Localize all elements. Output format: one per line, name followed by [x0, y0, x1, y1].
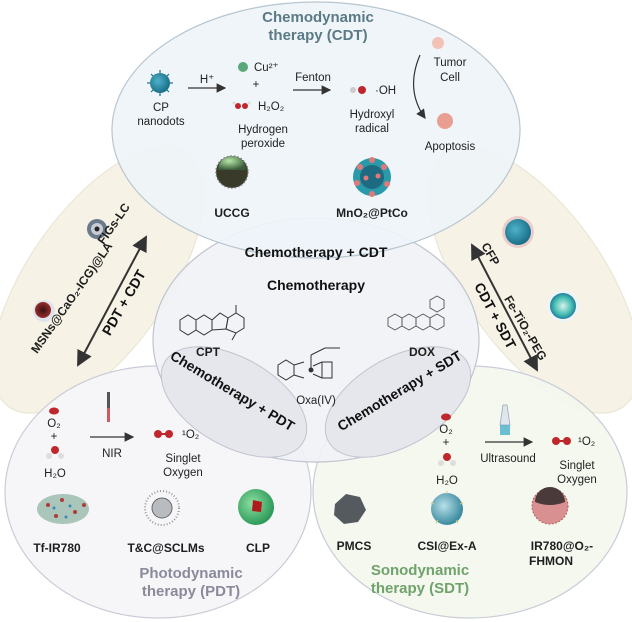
pdt-title-line1: Photodynamic: [139, 565, 242, 582]
sdt-plus: +: [443, 437, 450, 449]
h-plus-label: H⁺: [200, 74, 214, 86]
pdt-singlet-line1: Singlet: [165, 453, 201, 465]
pdt-h2o-label: H₂O: [44, 468, 66, 480]
pdt-singlet-o2-label: ¹O₂: [182, 429, 199, 441]
tc-sclms-micelle-icon: [144, 490, 180, 526]
sdt-singlet-line2: Oxygen: [557, 474, 597, 486]
tumor-cell-line2: Cell: [440, 72, 460, 84]
dox-label: DOX: [409, 345, 435, 359]
tf-ir780-label: Tf-IR780: [33, 541, 81, 555]
fe-tio2-peg-nanoparticle-icon: [547, 290, 579, 322]
chemotherapy-title: Chemotherapy: [267, 277, 365, 293]
nir-label: NIR: [102, 448, 122, 460]
cdt-region: [111, 1, 521, 259]
chemo-sdt-overlap: [324, 346, 472, 458]
clp-label: CLP: [246, 541, 270, 555]
nir-laser-icon: [107, 392, 110, 422]
h2o2-molecule-icon: [232, 101, 251, 109]
sdt-singlet-o2-label: ¹O₂: [578, 436, 595, 448]
sdt-singlet-oxygen-icon: [552, 437, 571, 445]
pmcs-label: PMCS: [337, 539, 372, 553]
sdt-title-line2: therapy (SDT): [371, 580, 469, 597]
figs-lc-nanoparticle-icon: [87, 219, 107, 239]
uccg-label: UCCG: [214, 206, 249, 220]
hydroxyl-radical-line1: Hydroxyl: [350, 109, 395, 121]
cu-ion-icon: [238, 62, 248, 72]
msns-nanoparticle-icon: [33, 300, 55, 322]
cdt-plus: +: [253, 79, 260, 91]
apoptosis-arrow: [412, 54, 426, 119]
pdt-cdt-arrow: [77, 235, 147, 367]
pdt-plus: +: [51, 431, 58, 443]
apoptosis-label: Apoptosis: [425, 141, 476, 153]
combo-chemo-cdt: Chemotherapy + CDT: [245, 244, 388, 260]
oh-label: ·OH: [375, 85, 396, 97]
csi-ex-a-label: CSI@Ex-A: [417, 539, 476, 553]
uccg-nanoparticle-icon: [215, 155, 249, 189]
hydrogen-peroxide-line1: Hydrogen: [238, 124, 288, 136]
hydrogen-peroxide-line2: peroxide: [241, 138, 285, 150]
chemo-pdt-overlap: [160, 346, 308, 458]
pdt-title-line2: therapy (PDT): [142, 583, 240, 600]
h2o2-label: H₂O₂: [258, 101, 284, 113]
sdt-h2o-label: H₂O: [436, 475, 458, 487]
tc-sclms-label: T&C@SCLMs: [127, 541, 204, 555]
tumor-cell-icon: [432, 37, 444, 49]
ir780-fhmon-label-line1: IR780@O₂-: [531, 539, 593, 553]
ir780-fhmon-nanoparticle-icon: [531, 487, 569, 525]
ultrasound-label: Ultrasound: [480, 453, 536, 465]
mno2-ptco-nanoparticle-icon: [353, 157, 391, 197]
cdt-title-line1: Chemodynamic: [262, 9, 374, 26]
hydroxyl-radical-line2: radical: [355, 123, 389, 135]
sdt-singlet-line1: Singlet: [559, 460, 595, 472]
cp-label-line1: CP: [153, 102, 169, 114]
cp-nanodots-icon: [147, 70, 173, 96]
pdt-h2o-molecule-icon: [46, 446, 64, 459]
cpt-structure-icon: [179, 305, 245, 341]
clp-nanoparticle-icon: [238, 489, 274, 525]
hydroxyl-radical-icon: [350, 86, 366, 94]
csi-ex-a-nanoparticle-icon: [430, 491, 464, 525]
cdt-title-line2: therapy (CDT): [268, 27, 367, 44]
tumor-cell-line1: Tumor: [434, 57, 467, 69]
sdt-o2-molecule-icon: [441, 413, 451, 421]
dox-structure-icon: [387, 295, 445, 331]
cp-label-line2: nanodots: [137, 116, 185, 128]
mno2-ptco-label: MnO₂@PtCo: [336, 206, 408, 220]
sdt-title-line1: Sonodynamic: [371, 562, 469, 579]
pdt-singlet-oxygen-icon: [154, 430, 173, 438]
tf-ir780-protein-icon: [37, 494, 89, 524]
pdt-singlet-line2: Oxygen: [163, 467, 203, 479]
cdt-sdt-arrow: [471, 243, 538, 372]
cpt-label: CPT: [196, 345, 221, 359]
pmcs-nanoparticle-icon: [334, 494, 366, 524]
fenton-label: Fenton: [295, 72, 331, 84]
ir780-fhmon-label-line2: FHMON: [529, 554, 573, 568]
pdt-o2-label: O₂: [47, 418, 60, 430]
cfp-nanoparticle-icon: [502, 216, 534, 248]
pdt-o2-molecule-icon: [49, 407, 59, 415]
sdt-h2o-molecule-icon: [438, 453, 456, 466]
sdt-o2-label: O₂: [439, 424, 452, 436]
cu-label: Cu²⁺: [254, 62, 279, 74]
oxa-iv-structure-icon: [277, 347, 340, 381]
apoptosis-cell-icon: [437, 113, 453, 129]
oxa-iv-label: Oxa(IV): [296, 395, 336, 407]
ultrasound-probe-icon: [499, 404, 511, 435]
